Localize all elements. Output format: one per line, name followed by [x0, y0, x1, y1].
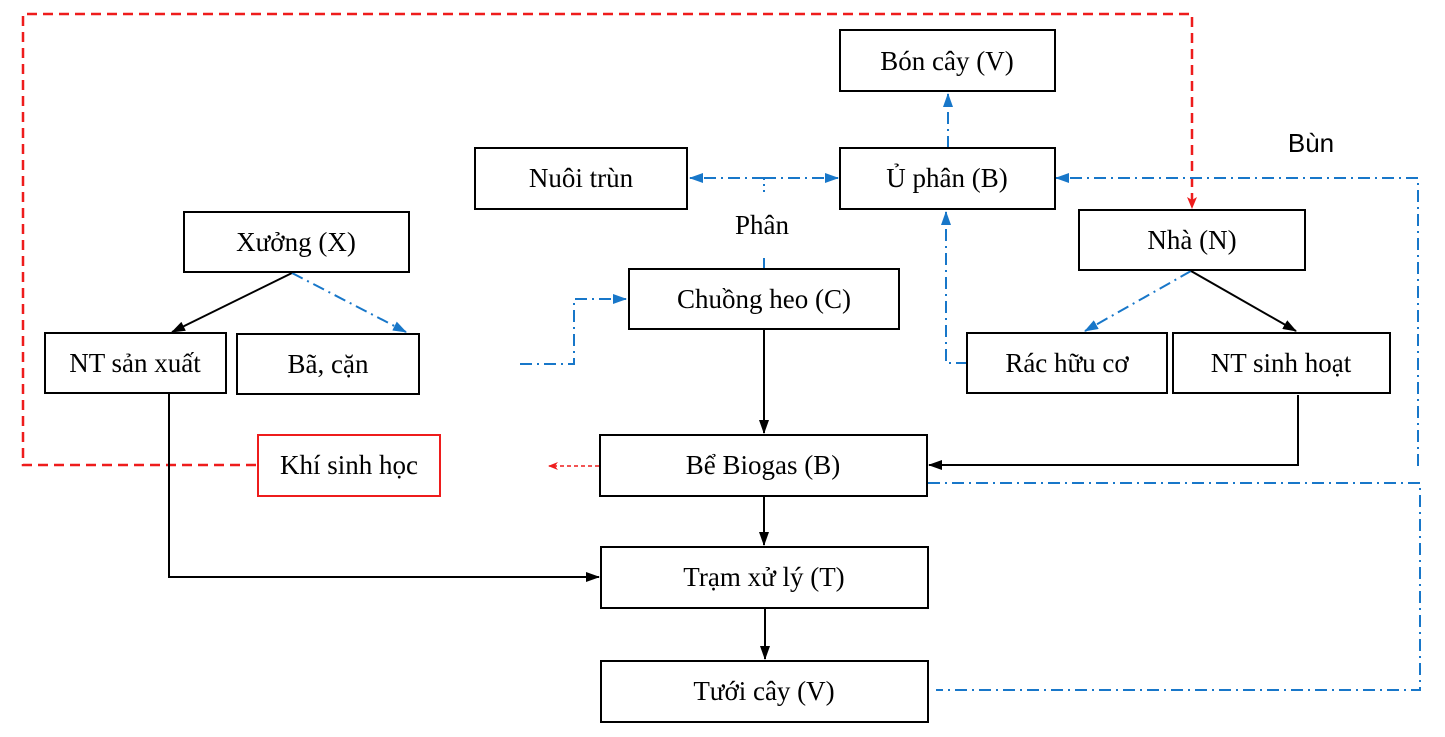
workshop-to-production-wastewater-line: [171, 272, 293, 333]
node-rac-huu-co-label: Rác hữu cơ: [1005, 348, 1129, 378]
node-nha: Nhà (N): [1078, 209, 1306, 271]
node-rac-huu-co: Rác hữu cơ: [966, 332, 1168, 394]
node-nt-sinh-hoat-label: NT sinh hoạt: [1211, 348, 1352, 378]
node-nuoi-trun-label: Nuôi trùn: [529, 163, 634, 193]
node-ba-can: Bã, cặn: [236, 333, 420, 395]
workshop-to-residue-line: [291, 272, 407, 333]
domestic-wastewater-to-biogas-line: [928, 395, 1299, 470]
node-nt-sinh-hoat: NT sinh hoạt: [1172, 332, 1391, 394]
node-ba-can-label: Bã, cặn: [288, 349, 369, 379]
node-xuong: Xưởng (X): [183, 211, 410, 273]
label-phan: Phân: [735, 210, 790, 240]
node-tram-xu-ly-label: Trạm xử lý (T): [683, 562, 844, 592]
node-nuoi-trun: Nuôi trùn: [474, 147, 688, 210]
node-nt-san-xuat-label: NT sản xuất: [69, 348, 201, 378]
node-tuoi-cay: Tưới cây (V): [600, 660, 929, 723]
node-xuong-label: Xưởng (X): [236, 227, 356, 257]
node-u-phan-label: Ủ phân (B): [886, 163, 1007, 193]
node-chuong-heo: Chuồng heo (C): [628, 268, 900, 330]
node-khi-sinh-hoc-label: Khí sinh học: [280, 450, 418, 480]
house-to-domestic-wastewater-line: [1190, 270, 1297, 332]
biogas-to-irrigation-line: [928, 482, 1421, 691]
house-to-organic-waste-line: [1084, 270, 1192, 332]
node-bon-cay: Bón cây (V): [839, 29, 1056, 92]
node-be-biogas-label: Bể Biogas (B): [686, 450, 841, 480]
node-be-biogas: Bể Biogas (B): [599, 434, 928, 497]
node-tuoi-cay-label: Tưới cây (V): [693, 676, 834, 706]
organic-waste-to-compost-line: [941, 211, 968, 364]
production-wastewater-to-treatment-line: [168, 394, 600, 582]
node-nt-san-xuat: NT sản xuất: [44, 332, 227, 394]
node-tram-xu-ly: Trạm xử lý (T): [600, 546, 929, 609]
label-bun: Bùn: [1288, 128, 1334, 158]
node-khi-sinh-hoc: Khí sinh học: [257, 434, 441, 497]
node-bon-cay-label: Bón cây (V): [880, 46, 1013, 76]
residue-to-pigpen-line: [520, 294, 627, 365]
biogas-to-house-line: [21, 12, 1197, 467]
node-nha-label: Nhà (N): [1147, 225, 1236, 255]
node-u-phan: Ủ phân (B): [839, 147, 1056, 210]
node-chuong-heo-label: Chuồng heo (C): [677, 284, 851, 314]
sludge-to-compost-line: [1055, 173, 1419, 466]
